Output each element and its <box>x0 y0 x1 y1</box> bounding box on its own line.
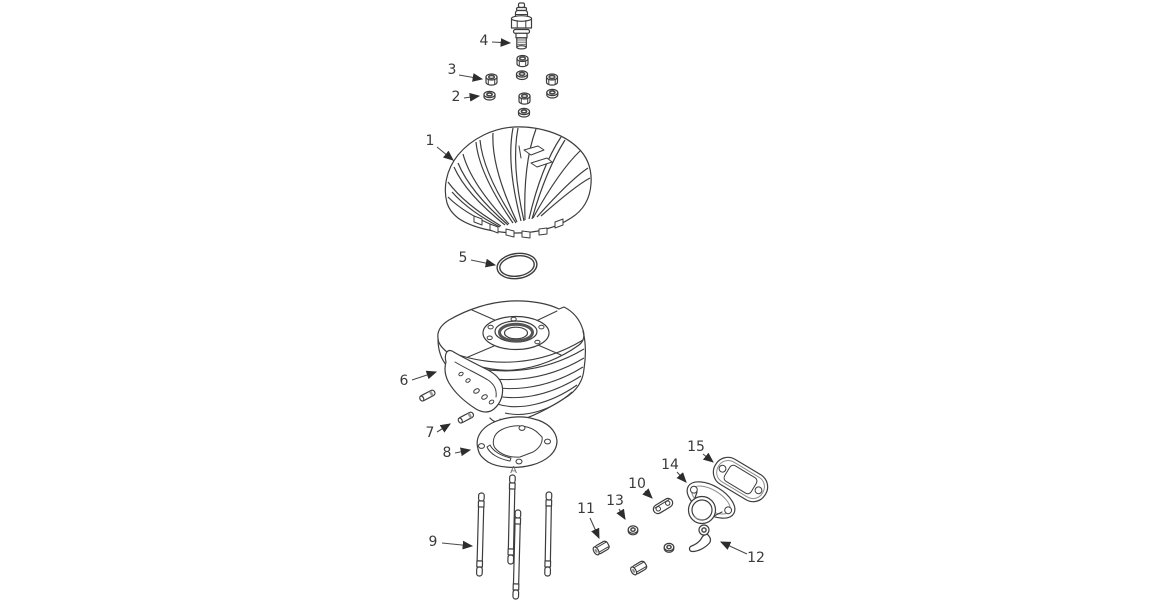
stud-3 <box>512 509 522 600</box>
nut-low-center <box>518 92 531 105</box>
callout-5-leader <box>470 258 497 268</box>
callout-15: 15 <box>687 439 705 455</box>
small-washer-2 <box>663 542 675 554</box>
callout-8-leader <box>454 447 472 457</box>
callout-leaders <box>411 38 748 555</box>
intake-manifold <box>686 481 736 525</box>
head-bottom-tabs <box>473 215 564 239</box>
nut-top-center <box>516 54 529 68</box>
callout-12: 12 <box>747 550 765 566</box>
callout-10: 10 <box>628 476 646 492</box>
callout-12-leader <box>720 541 748 555</box>
spacer-nut-1 <box>591 539 611 557</box>
callout-6: 6 <box>400 373 409 389</box>
callout-2-leader <box>463 92 481 102</box>
washer-low-center <box>517 107 531 118</box>
washer-top-center <box>515 70 529 81</box>
cylinder-head <box>444 126 592 239</box>
callout-11-leader <box>589 517 600 540</box>
head-nuts-and-washers <box>483 54 559 118</box>
head-fins <box>447 127 591 228</box>
stud-4 <box>544 491 553 577</box>
callout-4: 4 <box>480 33 489 49</box>
nut-right <box>545 73 559 86</box>
cylinder-exhaust-boss <box>444 349 504 413</box>
callout-7: 7 <box>426 425 435 441</box>
o-ring <box>496 252 538 280</box>
callout-14: 14 <box>661 457 679 473</box>
small-washer-1 <box>627 525 639 536</box>
nut-left <box>485 73 498 86</box>
cylinder-top-flange <box>467 309 562 358</box>
spacer-nut-2 <box>628 559 649 577</box>
cylinder <box>437 300 586 424</box>
callout-15-leader <box>702 452 714 463</box>
dowel-pin-2 <box>457 411 475 424</box>
callout-10-leader <box>642 488 653 499</box>
callout-5: 5 <box>459 250 468 266</box>
stud-2 <box>507 474 516 565</box>
callout-4-leader <box>491 38 512 47</box>
base-gasket <box>476 416 558 468</box>
spark-plug <box>510 2 533 50</box>
reference-letter: A <box>510 465 517 476</box>
dowel-pin-1 <box>419 389 436 402</box>
head-top-details <box>518 145 553 168</box>
exhaust-clip <box>688 524 711 553</box>
callout-3: 3 <box>448 62 457 78</box>
callout-13-leader <box>616 508 626 520</box>
callout-11: 11 <box>577 501 595 517</box>
callout-numbers: 1 2 3 4 5 6 7 8 9 10 11 12 13 14 15 <box>400 33 765 566</box>
exhaust-gasket <box>712 456 769 503</box>
callout-3-leader <box>458 73 484 82</box>
callout-8: 8 <box>443 445 452 461</box>
callout-7-leader <box>436 423 451 433</box>
callout-14-leader <box>676 471 687 483</box>
callout-6-leader <box>411 370 438 381</box>
callout-13: 13 <box>606 493 624 509</box>
callout-2: 2 <box>452 89 461 105</box>
callout-9-leader <box>441 540 474 550</box>
washer-left <box>483 90 496 101</box>
callout-1: 1 <box>426 133 435 149</box>
retainer-link <box>652 497 674 515</box>
stud-1 <box>475 492 485 577</box>
callout-9: 9 <box>429 534 438 550</box>
callout-1-leader <box>436 146 454 161</box>
washer-right <box>545 88 559 99</box>
